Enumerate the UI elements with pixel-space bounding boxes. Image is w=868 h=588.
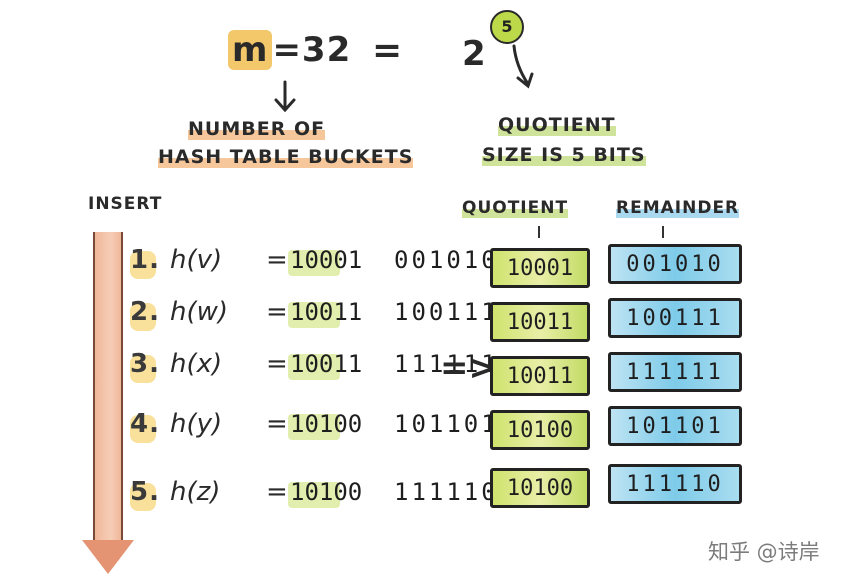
table-quotient-cell: 10011 <box>490 302 590 342</box>
row-number: 2. <box>130 297 170 331</box>
table-remainder-cell: 100111 <box>608 298 742 338</box>
insert-into-table-arrow-icon: => <box>440 348 497 388</box>
quotient-bits: 10100 <box>288 478 380 508</box>
remainder-bits: 101101 <box>394 410 499 438</box>
hash-row: 3. h(x) = 10011 111111 <box>130 344 499 384</box>
buckets-label-line1: NUMBER OF <box>188 118 326 140</box>
equals-sign: = <box>266 409 288 439</box>
quotient-bits: 10011 <box>288 350 380 380</box>
insert-label: INSERT <box>88 194 163 214</box>
equals-sign: = <box>266 297 288 327</box>
header-tick-remainder <box>662 226 664 238</box>
table-remainder-cell: 101101 <box>608 406 742 446</box>
hash-function: h(w) <box>170 297 229 327</box>
hash-function: h(v) <box>170 245 223 275</box>
formula-exponent-circle: 5 <box>490 10 524 44</box>
quotient-size-label-line2: SIZE IS 5 BITS <box>482 144 646 166</box>
down-arrow-icon-buckets <box>274 80 296 113</box>
quotient-size-label-line1: QUOTIENT <box>498 114 616 136</box>
hash-function: h(z) <box>170 477 221 507</box>
watermark: 知乎 @诗岸 <box>708 540 820 564</box>
column-header-remainder: REMAINDER <box>616 198 740 218</box>
quotient-bits: 10011 <box>288 298 380 328</box>
down-arrow-icon-exponent <box>512 44 534 89</box>
row-number: 1. <box>130 245 170 279</box>
hash-row: 1. h(v) = 10001 001010 <box>130 240 499 280</box>
table-quotient-cell: 10100 <box>490 410 590 450</box>
formula-m-equals-32: m=32 <box>228 30 351 70</box>
remainder-bits: 111111 <box>394 350 499 378</box>
equals-sign: = <box>266 477 288 507</box>
quotient-bits: 10001 <box>288 246 380 276</box>
table-remainder-cell: 111111 <box>608 352 742 392</box>
formula-m-value: =32 <box>272 30 352 70</box>
equals-sign: = <box>266 245 288 275</box>
equals-sign: = <box>266 349 288 379</box>
row-number: 4. <box>130 409 170 443</box>
formula-m-variable: m <box>228 30 273 70</box>
table-quotient-cell: 10011 <box>490 356 590 396</box>
remainder-bits: 100111 <box>394 298 499 326</box>
formula-base: 2 <box>462 34 487 74</box>
insert-arrow-shaft <box>93 232 123 544</box>
insert-arrow-head-icon <box>82 540 134 574</box>
remainder-bits: 001010 <box>394 246 499 274</box>
buckets-label-line2: HASH TABLE BUCKETS <box>158 146 414 168</box>
hash-function: h(y) <box>170 409 223 439</box>
quotient-bits: 10100 <box>288 410 380 440</box>
table-remainder-cell: 111110 <box>608 464 742 504</box>
hash-row: 5. h(z) = 10100 111110 <box>130 472 499 512</box>
hash-row: 4. h(y) = 10100 101101 <box>130 404 499 444</box>
table-quotient-cell: 10001 <box>490 248 590 288</box>
formula-equals-sign: = <box>372 30 404 71</box>
table-quotient-cell: 10100 <box>490 468 590 508</box>
row-number: 5. <box>130 477 170 511</box>
column-header-quotient: QUOTIENT <box>462 198 569 218</box>
remainder-bits: 111110 <box>394 478 499 506</box>
hash-row: 2. h(w) = 10011 100111 <box>130 292 499 332</box>
header-tick-quotient <box>538 226 540 238</box>
table-remainder-cell: 001010 <box>608 244 742 284</box>
row-number: 3. <box>130 349 170 383</box>
hash-function: h(x) <box>170 349 223 379</box>
